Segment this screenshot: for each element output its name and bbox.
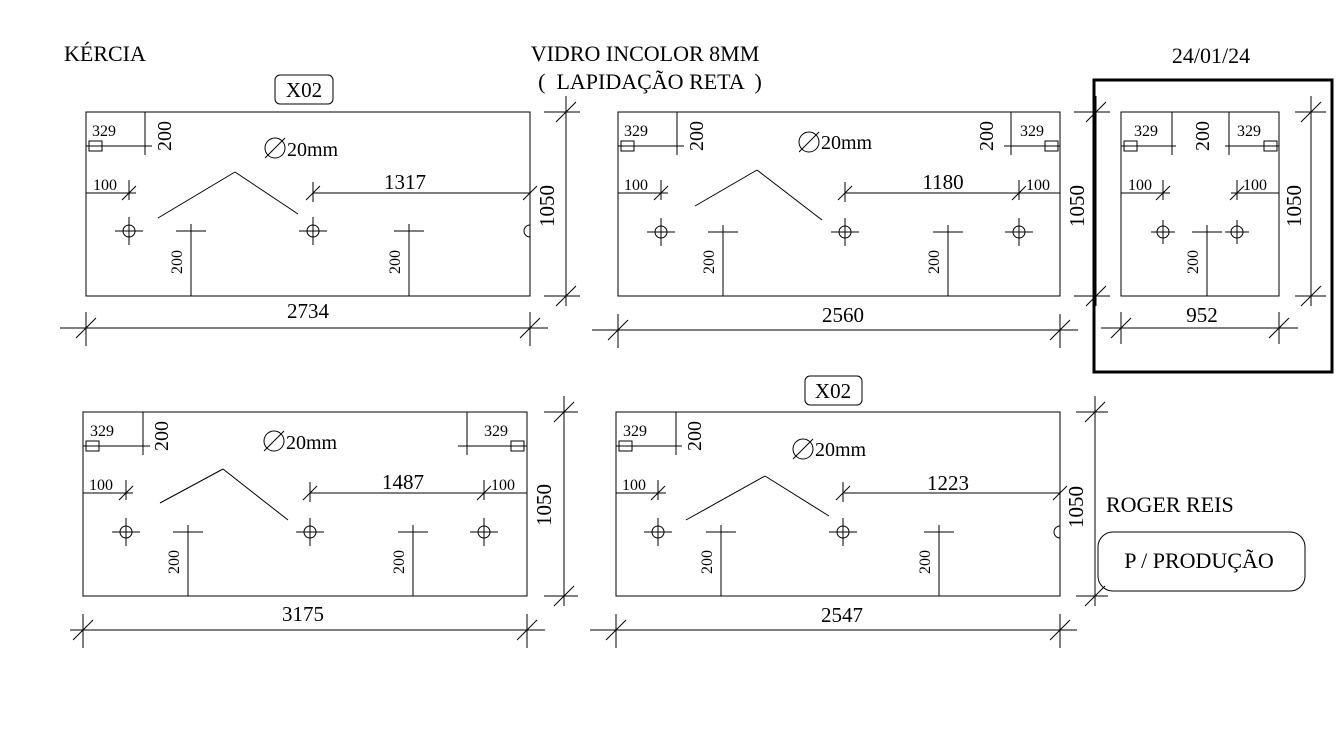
width-label: 2734 [287, 299, 330, 323]
notch-height-label: 200 [976, 121, 998, 151]
notch-height-label: 200 [154, 121, 176, 151]
hole-span-label: 1487 [382, 470, 424, 494]
panel-4: 329 200 329 20mm 100 1487 100 [70, 396, 578, 648]
client-name: KÉRCIA [64, 41, 146, 66]
edge-finish: ( LAPIDAÇÃO RETA ) [538, 69, 762, 94]
height-label: 1050 [1065, 185, 1089, 227]
glass-spec: VIDRO INCOLOR 8MM [531, 41, 760, 66]
hole [299, 217, 327, 245]
edge-offset-label: 100 [1026, 177, 1050, 194]
highlight-frame [1092, 78, 1334, 374]
hole-symbol [263, 430, 285, 452]
edge-notch [523, 224, 531, 238]
width-label: 952 [1186, 303, 1218, 327]
hole [1005, 218, 1033, 246]
notch-marker [620, 140, 635, 152]
edge-offset-label: 100 [93, 177, 117, 194]
drawing-date: 24/01/24 [1172, 43, 1250, 68]
hole [470, 518, 498, 546]
edge-notch [1053, 525, 1061, 539]
width-label: 3175 [282, 602, 324, 626]
quantity-label: X02 [815, 379, 851, 403]
notch-width-label: 329 [1134, 123, 1158, 140]
edge-offset-label: 100 [622, 477, 646, 494]
notch-marker [88, 140, 103, 152]
hole-drop-label: 200 [926, 250, 943, 274]
hole [647, 218, 675, 246]
hole-symbol [798, 131, 820, 153]
hole-span-label: 1317 [384, 170, 426, 194]
notch-height-label: 200 [151, 421, 173, 451]
hole-symbol [792, 438, 814, 460]
edge-offset-label: 100 [1243, 177, 1267, 194]
width-label: 2560 [822, 303, 864, 327]
notch-marker [510, 440, 525, 452]
production-stamp: P / PRODUÇÃO [1097, 531, 1306, 592]
hole-drop-label: 200 [701, 250, 718, 274]
notch-height-label: 200 [686, 121, 708, 151]
hole-drop-label: 200 [387, 250, 404, 274]
hole-diameter-label: 20mm [287, 139, 339, 161]
glass-outline [82, 411, 528, 597]
hole-span-label: 1180 [922, 170, 963, 194]
responsible-name: ROGER REIS [1106, 492, 1234, 517]
notch-marker [1123, 140, 1138, 152]
hole-drop-label: 200 [169, 250, 186, 274]
notch-width-label: 329 [1020, 123, 1044, 140]
hole [296, 518, 324, 546]
hole-drop-label: 200 [166, 550, 183, 574]
notch-height-label: 200 [684, 421, 706, 451]
hole-symbol [264, 137, 286, 159]
notch-width-label: 329 [623, 423, 647, 440]
hole [644, 518, 672, 546]
hole-diameter-label: 20mm [821, 132, 873, 154]
hole-span-label: 1223 [927, 471, 969, 495]
panel-3: 329 329 200 100 100 200 952 [1092, 78, 1334, 374]
hole-diameter-label: 20mm [815, 439, 867, 461]
hole [115, 217, 143, 245]
panel-2: 329 200 329 200 20mm 100 1180 100 [592, 96, 1110, 348]
notch-width-label: 329 [624, 123, 648, 140]
notch-marker [1044, 140, 1059, 152]
edge-offset-label: 100 [89, 477, 113, 494]
notch-width-label: 329 [484, 423, 508, 440]
notch-width-label: 329 [92, 123, 116, 140]
panel-1: X02 329 200 20mm 100 1317 [60, 74, 580, 346]
glass-outline [85, 111, 531, 297]
glass-outline [617, 111, 1061, 297]
production-stamp-label: P / PRODUÇÃO [1124, 548, 1274, 573]
hole-drop-label: 200 [1185, 250, 1202, 274]
glass-outline [1120, 111, 1280, 297]
panel-5: X02 329 200 20mm 100 1223 [590, 375, 1108, 648]
height-label: 1050 [1064, 486, 1088, 528]
hole-drop-label: 200 [391, 550, 408, 574]
hole [829, 518, 857, 546]
hole [112, 518, 140, 546]
height-label: 1050 [1282, 185, 1306, 227]
notch-width-label: 329 [1237, 123, 1261, 140]
notch-marker [85, 440, 100, 452]
notch-marker [618, 440, 633, 452]
quantity-badge: X02 [804, 375, 863, 406]
height-label: 1050 [535, 185, 559, 227]
hole [1225, 220, 1249, 244]
notch-width-label: 329 [90, 423, 114, 440]
height-label: 1050 [532, 484, 556, 526]
width-label: 2547 [821, 603, 863, 627]
edge-offset-label: 100 [624, 177, 648, 194]
edge-offset-label: 100 [491, 477, 515, 494]
hole-diameter-label: 20mm [286, 432, 338, 454]
hole-drop-label: 200 [699, 550, 716, 574]
hole [831, 218, 859, 246]
glass-outline [615, 411, 1061, 597]
notch-marker [1263, 140, 1278, 152]
quantity-badge: X02 [274, 74, 334, 105]
hole [1151, 220, 1175, 244]
notch-height-label: 200 [1192, 121, 1214, 151]
hole-drop-label: 200 [917, 550, 934, 574]
quantity-label: X02 [286, 78, 322, 102]
edge-offset-label: 100 [1128, 177, 1152, 194]
